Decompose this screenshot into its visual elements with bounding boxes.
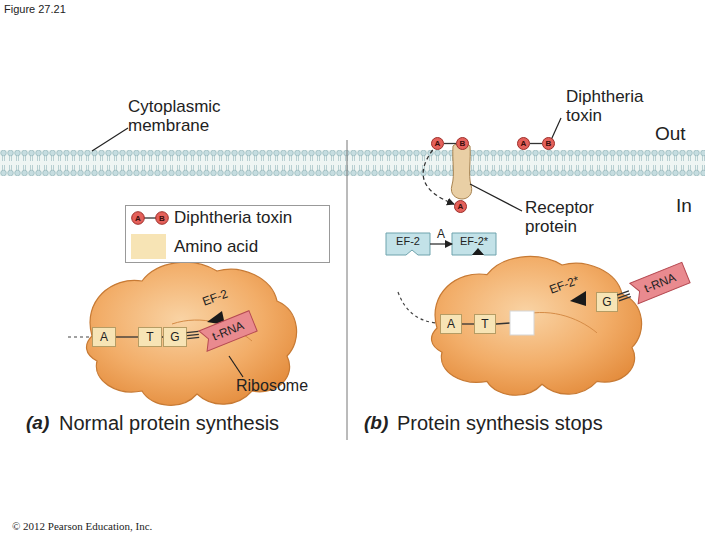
leader-line [229, 356, 243, 377]
node-text: G [602, 296, 611, 308]
node-text: T [481, 318, 488, 330]
ribosome-body [432, 256, 642, 395]
toxin-subunit [132, 212, 145, 225]
receptor-protein [451, 143, 471, 199]
connector [430, 243, 452, 244]
amino-acid: A [440, 314, 462, 334]
toxin-subunit: A [517, 137, 530, 150]
cell-membrane [0, 150, 705, 176]
ef2-modified: EF-2* [452, 233, 496, 255]
copyright-note: © 2012 Pearson Education, Inc. [12, 520, 152, 532]
callout-label: Cytoplasmic membrane [128, 98, 258, 135]
ribosome-b [432, 256, 642, 395]
amino-acid: A [92, 327, 116, 347]
node-text: EF-2* [460, 236, 488, 247]
legend-swatch [131, 234, 166, 259]
node-text: A [435, 140, 441, 148]
amino-acid: T [474, 314, 496, 334]
legend-text: Diphtheria toxin [174, 208, 292, 228]
panel-caption: Protein synthesis stops [397, 412, 603, 434]
connector [423, 150, 454, 204]
toxin-subunit: A [454, 200, 467, 213]
node-text: B [546, 140, 552, 148]
connector [462, 323, 474, 324]
callout-label: Diphtheria toxin [566, 88, 666, 125]
membrane-band [0, 150, 705, 176]
incoming-chain [68, 336, 92, 337]
phospholipid-bilayer [0, 150, 705, 176]
node-text: EF-2 [396, 236, 420, 247]
amino-acid: G [596, 292, 618, 312]
shape-fill [630, 262, 690, 303]
leader-line [92, 128, 128, 151]
amino-acid: G [163, 327, 187, 347]
edge-label: A [431, 227, 451, 241]
connector [444, 143, 456, 144]
node-text: A [521, 140, 527, 148]
shape-fill [386, 233, 430, 255]
connector [162, 336, 163, 337]
toxin-subunit: B [542, 137, 555, 150]
panel-divider [347, 140, 348, 440]
node-text: A [100, 331, 108, 343]
shape-fill [452, 233, 496, 255]
connector [116, 336, 138, 337]
ef2-factor: EF-2 [386, 233, 430, 255]
incoming-chain [398, 292, 436, 323]
empty-site [510, 311, 534, 335]
toxin-subunit [156, 212, 169, 225]
connector [530, 143, 542, 144]
callout-label: Ribosome [236, 377, 308, 395]
toxin-subunit: A [431, 137, 444, 150]
side-label: Out [655, 124, 686, 145]
figure-title: Figure 27.21 [4, 3, 66, 15]
shape-fill [199, 311, 257, 352]
panel-letter: (a) [26, 413, 49, 434]
leader-line [470, 184, 522, 211]
legend-sample-letter: A [132, 212, 145, 225]
ef2-star-site [570, 291, 586, 306]
node-text: A [458, 203, 464, 211]
legend-sample-letter: B [156, 212, 169, 225]
trna-tag: t-RNA [630, 262, 690, 303]
node-text: T [146, 331, 153, 343]
callout-label: Receptor protein [525, 199, 625, 236]
node-text: B [460, 140, 466, 148]
legend-box: Diphtheria toxinAmino acid [125, 205, 330, 263]
panel-letter: (b) [364, 413, 388, 434]
node-text: A [447, 318, 455, 330]
panel-caption: Normal protein synthesis [59, 412, 279, 434]
node-text: G [170, 331, 179, 343]
amino-acid: T [138, 327, 162, 347]
legend-text: Amino acid [174, 237, 258, 257]
active-site [472, 248, 484, 255]
side-label: In [676, 196, 692, 217]
connector [187, 331, 200, 338]
toxin-subunit: B [456, 137, 469, 150]
chain-bond [496, 323, 510, 324]
connector [617, 291, 631, 301]
